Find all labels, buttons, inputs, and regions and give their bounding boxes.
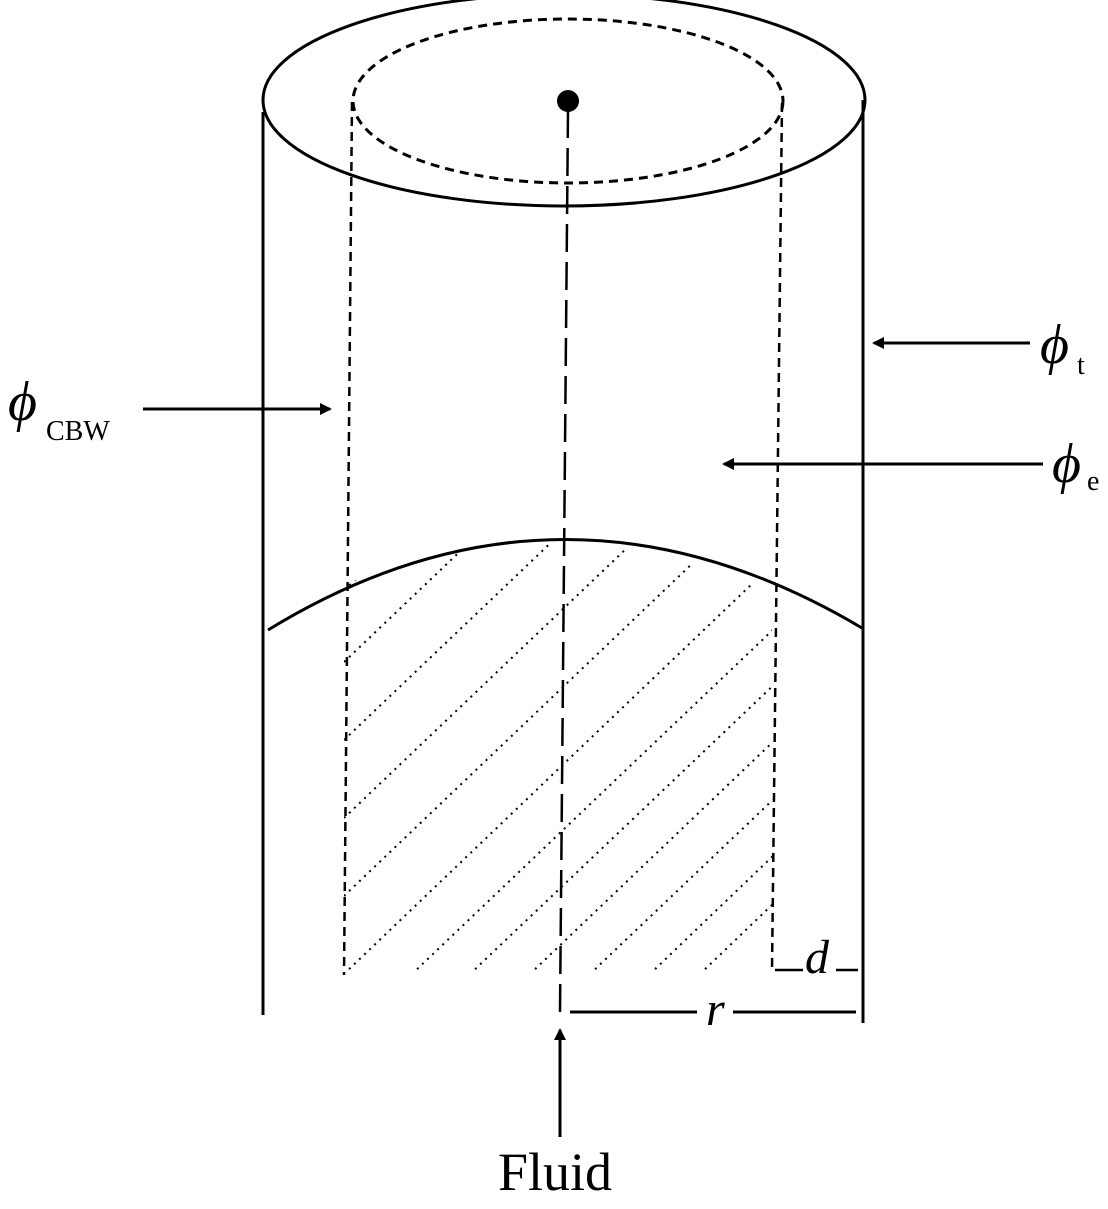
phi-e-subscript: e bbox=[1087, 466, 1099, 497]
r-label: r bbox=[706, 983, 725, 1036]
phi-t-symbol: ϕ bbox=[1040, 314, 1069, 376]
inner-left-wall bbox=[342, 101, 354, 976]
fluid-meniscus-curve bbox=[267, 538, 863, 632]
fluid-hatch bbox=[344, 542, 772, 972]
fluid-label: Fluid bbox=[498, 1142, 612, 1202]
d-label: d bbox=[805, 931, 830, 984]
center-dot bbox=[557, 90, 579, 112]
inner-top-ellipse bbox=[351, 17, 785, 185]
phi-t-subscript: t bbox=[1077, 350, 1085, 381]
cylinder-top-ellipse bbox=[261, 0, 867, 208]
phi-cbw-symbol: ϕ bbox=[8, 371, 37, 433]
inner-right-wall bbox=[770, 102, 784, 971]
phi-cbw-subscript: CBW bbox=[46, 416, 110, 447]
phi-e-symbol-glyph: ϕ bbox=[1052, 433, 1081, 495]
center-axis-line bbox=[558, 109, 570, 1013]
